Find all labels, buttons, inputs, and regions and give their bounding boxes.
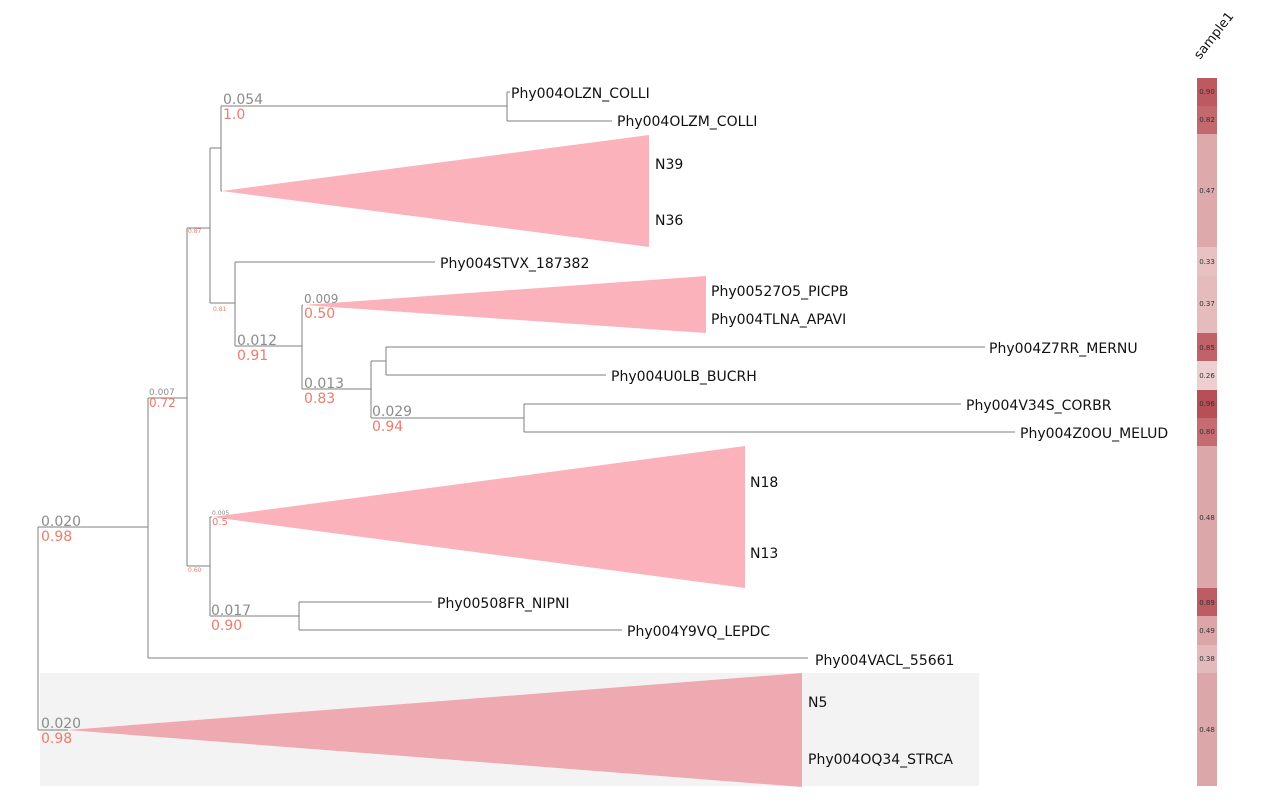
branch-e[interactable] [220, 105, 507, 192]
node-support: 0.83 [304, 391, 335, 407]
heatmap-cell-label: 0.82 [1199, 116, 1215, 124]
branch-root[interactable] [37, 526, 148, 731]
node-support: 0.94 [372, 419, 403, 435]
node-support: 0.98 [41, 731, 72, 747]
collapsed-clade-picpb-apavi[interactable] [303, 276, 706, 333]
heatmap-column-header: sample1 [1191, 9, 1237, 62]
leaf-label[interactable]: Phy004VACL_55661 [815, 653, 954, 669]
heatmap-cell[interactable]: 0.80 [1197, 418, 1217, 446]
branch-c[interactable] [186, 227, 210, 567]
branch-f[interactable] [234, 261, 435, 347]
leaf-label[interactable]: Phy004OLZM_COLLI [617, 114, 757, 130]
node-support: 0.81 [213, 306, 227, 313]
heatmap-cell-label: 0.48 [1199, 514, 1215, 522]
collapsed-clades [68, 135, 802, 787]
branch-j[interactable] [385, 346, 985, 376]
leaf-label[interactable]: N39 [655, 157, 683, 173]
heatmap-cell[interactable]: 0.85 [1197, 333, 1217, 361]
leaf-label[interactable]: N13 [750, 546, 778, 562]
leaf-label[interactable]: Phy004TLNA_APAVI [711, 312, 846, 328]
branch-d[interactable] [209, 147, 235, 304]
node-support: 0.72 [149, 396, 176, 410]
leaf-label[interactable]: Phy004U0LB_BUCRH [611, 369, 757, 385]
heatmap-cell-label: 0.90 [1199, 88, 1215, 96]
heatmap-column: 0.90 0.82 0.47 0.33 0.37 0.85 0.26 0.96 … [1197, 78, 1217, 786]
collapsed-clade-n18-n13[interactable] [212, 446, 745, 588]
node-support: 1.0 [223, 107, 245, 123]
node-distance: 0.007 [149, 388, 175, 398]
leaf-label[interactable]: Phy004STVX_187382 [440, 256, 589, 272]
heatmap-cell[interactable]: 0.48 [1197, 446, 1217, 588]
heatmap-cell[interactable]: 0.49 [1197, 616, 1217, 645]
branch-i[interactable] [370, 360, 524, 419]
heatmap-cell-label: 0.80 [1199, 428, 1215, 436]
heatmap-cell-label: 0.26 [1199, 372, 1215, 380]
leaf-label[interactable]: Phy00508FR_NIPNI [437, 596, 570, 612]
leaf-label[interactable]: Phy004V34S_CORBR [966, 398, 1112, 414]
leaf-label[interactable]: Phy004Z7RR_MERNU [989, 341, 1138, 357]
heatmap-cell-label: 0.47 [1199, 187, 1215, 195]
node-distance: 0.009 [304, 292, 338, 306]
leaf-label[interactable]: N5 [808, 695, 827, 711]
heatmap-cell[interactable]: 0.47 [1197, 134, 1217, 247]
node-labels: 0.054 1.0 0.020 0.98 0.007 0.72 0.87 0.8… [41, 92, 412, 747]
branch-b[interactable] [147, 397, 808, 659]
node-support: 0.5 [212, 517, 228, 528]
heatmap-cell[interactable]: 0.90 [1197, 78, 1217, 106]
node-distance: 0.013 [304, 376, 344, 392]
node-distance: 0.017 [211, 603, 251, 619]
leaf-label[interactable]: Phy004Y9VQ_LEPDC [627, 624, 770, 640]
node-distance: 0.005 [212, 510, 229, 517]
collapsed-clade-n39-n36[interactable] [222, 135, 649, 247]
collapsed-clade-n5-strca[interactable] [68, 673, 802, 787]
leaf-label[interactable]: Phy004Z0OU_MELUD [1020, 426, 1168, 442]
branch-olz[interactable] [506, 91, 612, 122]
heatmap-cell-label: 0.38 [1199, 655, 1215, 663]
heatmap-cell-label: 0.89 [1199, 599, 1215, 607]
node-support: 0.90 [211, 618, 242, 634]
node-distance: 0.029 [372, 404, 412, 420]
heatmap-cell[interactable]: 0.82 [1197, 106, 1217, 134]
leaf-label[interactable]: N18 [750, 475, 778, 491]
node-distance: 0.020 [41, 716, 81, 732]
node-support: 0.91 [237, 348, 268, 364]
node-support: 0.60 [188, 567, 202, 574]
node-distance: 0.020 [41, 514, 81, 530]
node-distance: 0.054 [223, 92, 263, 108]
heatmap-cell[interactable]: 0.37 [1197, 276, 1217, 333]
heatmap-cell[interactable]: 0.26 [1197, 361, 1217, 390]
heatmap-cell[interactable]: 0.38 [1197, 645, 1217, 673]
leaf-label[interactable]: N36 [655, 213, 683, 229]
node-distance: 0.012 [237, 333, 277, 349]
branch-n[interactable] [298, 601, 622, 631]
heatmap-cell-label: 0.96 [1199, 400, 1215, 408]
heatmap-cell-label: 0.33 [1199, 258, 1215, 266]
node-support: 0.87 [188, 228, 202, 235]
branch-k[interactable] [523, 403, 1015, 433]
leaf-label[interactable]: Phy004OLZN_COLLI [511, 86, 650, 102]
leaf-labels: Phy004OLZN_COLLI Phy004OLZM_COLLI N39 N3… [437, 86, 1168, 768]
heatmap-cell[interactable]: 0.33 [1197, 247, 1217, 276]
node-support: 0.50 [304, 306, 335, 322]
heatmap-cell[interactable]: 0.96 [1197, 390, 1217, 418]
leaf-label[interactable]: Phy004OQ34_STRCA [808, 752, 953, 768]
heatmap-cell[interactable]: 0.48 [1197, 673, 1217, 786]
leaf-label[interactable]: Phy00527O5_PICPB [711, 284, 848, 300]
heatmap-cell-label: 0.49 [1199, 627, 1215, 635]
heatmap-cell-label: 0.37 [1199, 300, 1215, 308]
branch-l[interactable] [209, 516, 299, 617]
heatmap-cell-label: 0.85 [1199, 344, 1215, 352]
tree-branches [37, 91, 1015, 731]
branch-g[interactable] [301, 304, 371, 390]
node-support: 0.98 [41, 529, 72, 545]
heatmap-cell-label: 0.48 [1199, 726, 1215, 734]
heatmap-cell[interactable]: 0.89 [1197, 588, 1217, 616]
